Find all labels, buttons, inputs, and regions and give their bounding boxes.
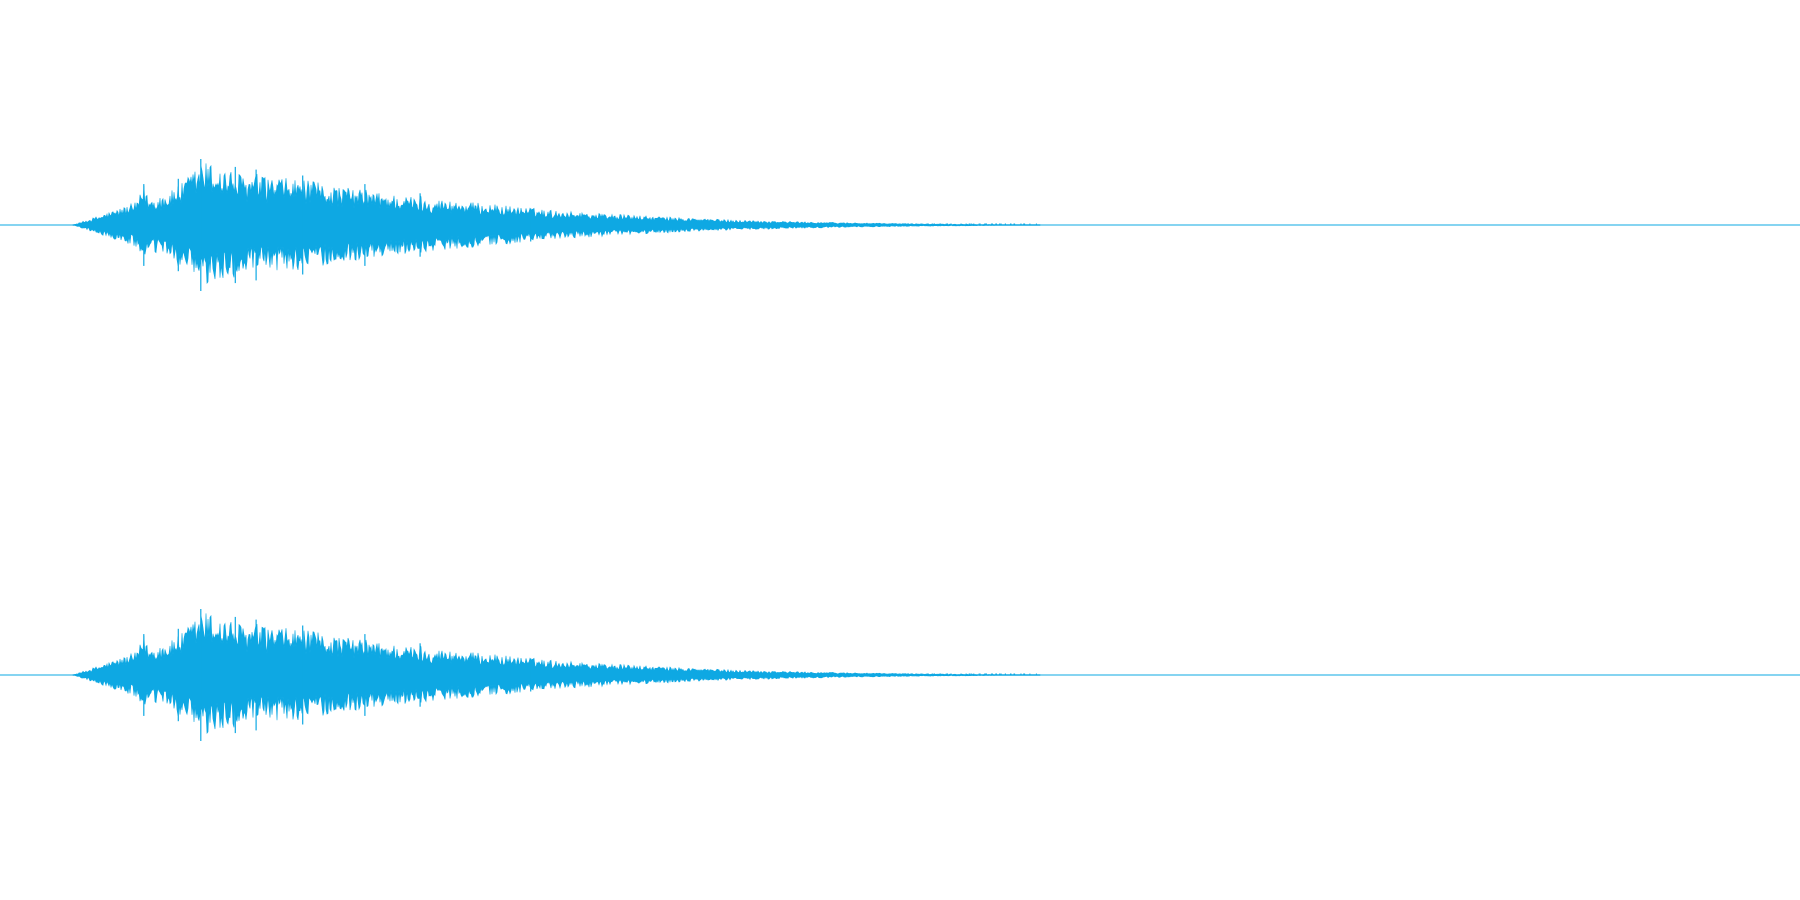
waveform-envelope — [72, 163, 1041, 285]
waveform-channel-1 — [0, 159, 1800, 291]
waveform-envelope — [72, 613, 1041, 735]
waveform-channel-2 — [0, 609, 1800, 741]
